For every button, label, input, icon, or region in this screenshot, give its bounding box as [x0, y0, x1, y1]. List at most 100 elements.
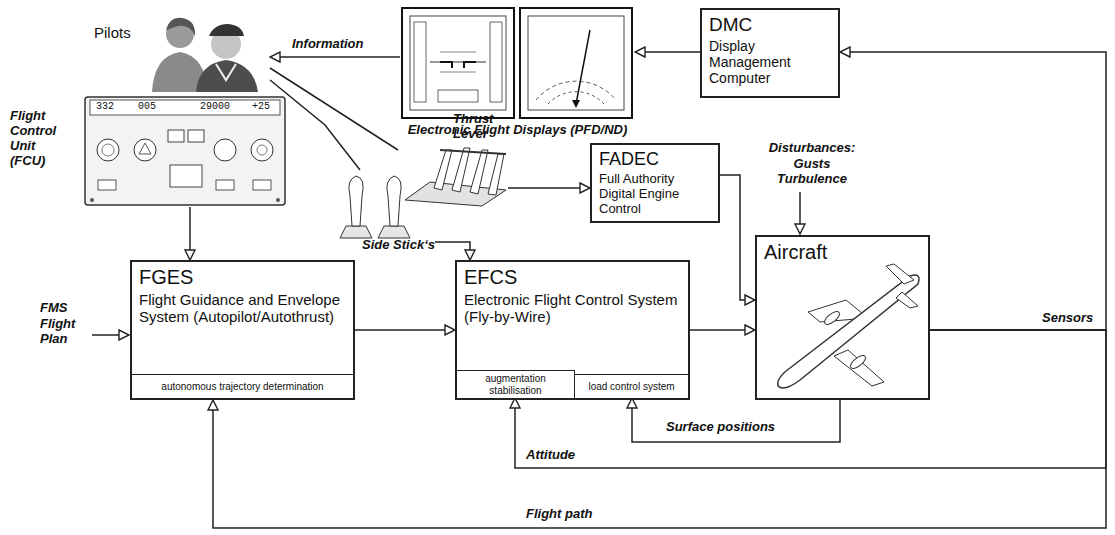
thrust-lever-node: Thrust Lever — [398, 112, 508, 207]
side-sticks-icon-part — [349, 176, 363, 226]
node-title: FGES — [139, 266, 346, 289]
aircraft-illustration-part — [848, 353, 867, 370]
flight-displays-part — [536, 81, 616, 100]
node-title: Electronic Flight Displays (PFD/ND) — [400, 123, 635, 138]
flight-displays-part — [440, 52, 476, 53]
pilots-icon-part — [196, 60, 258, 92]
fcu-panel-part — [257, 145, 267, 155]
input-arrows-part — [92, 334, 129, 336]
system-box: EFCSElectronic Flight Control System (Fl… — [455, 260, 690, 400]
pilots-node: Pilots — [90, 12, 270, 92]
connector — [508, 187, 590, 189]
connector — [690, 329, 755, 331]
aircraft-illustration-part — [822, 309, 841, 326]
fcu-panel-part — [216, 180, 234, 190]
system-box: FGESFlight Guidance and Envelope System … — [130, 260, 355, 400]
fcu-panel-part — [253, 180, 271, 190]
thrust-lever-icon-part — [434, 150, 452, 190]
node-body: Electronic Flight Control System (Fly-by… — [464, 291, 681, 326]
readout-value: 005 — [138, 101, 156, 113]
thrust-lever-icon-part — [470, 150, 488, 194]
signal-label: Attitude — [524, 447, 577, 463]
flight-displays-part — [576, 30, 590, 104]
side-sticks-icon-part — [340, 226, 372, 238]
side-sticks-icon — [340, 176, 410, 238]
sub-box: augmentation stabilisation — [457, 370, 575, 398]
aircraft-illustration-part — [886, 264, 914, 284]
node-title: load control system — [588, 381, 674, 393]
pilots-icon — [152, 18, 258, 92]
fcu-panel — [85, 97, 285, 205]
node-title: FADEC — [599, 149, 711, 170]
node-title: Flight Control Unit (FCU) — [10, 109, 74, 169]
connector — [270, 56, 400, 58]
signal-label: Sensors — [1040, 310, 1095, 326]
connector — [632, 398, 840, 442]
fcu-panel-part — [188, 130, 204, 142]
flight-displays-part — [520, 8, 632, 118]
aircraft-illustration — [778, 264, 919, 388]
flight-displays-part — [430, 62, 486, 63]
flight-displays-part — [490, 22, 502, 102]
fcu-panel-part — [214, 139, 236, 161]
flight-displays-part — [440, 72, 476, 73]
flight-displays-part — [528, 16, 624, 110]
readout-value: 332 — [96, 101, 114, 113]
node-title: Side Stick‘s — [335, 238, 435, 253]
aircraft-illustration-part — [834, 350, 884, 386]
node-title: DMC — [709, 14, 831, 36]
node-body: Flight Guidance and Envelope System (Aut… — [139, 291, 346, 326]
fcu-panel-part — [170, 165, 202, 187]
flight-displays-part — [438, 90, 478, 102]
pilots-icon-part — [166, 18, 195, 36]
connector — [270, 80, 360, 170]
connector — [840, 52, 1106, 330]
fcu-panel-part — [97, 139, 119, 161]
node-title: Aircraft — [764, 241, 921, 264]
node-body: Display Management Computer — [709, 38, 831, 86]
thrust-lever-icon — [405, 148, 506, 206]
connector — [720, 175, 755, 300]
fcu-panel-part — [102, 144, 114, 156]
flight-displays-part — [410, 16, 506, 110]
sub-box: load control system — [575, 374, 688, 398]
input-label: FMS Flight Plan — [40, 300, 90, 347]
aircraft-illustration-part — [778, 275, 919, 388]
fcu-panel-part — [139, 143, 151, 154]
node-title: autonomous trajectory determination — [161, 381, 323, 393]
fcu-panel-part — [85, 97, 285, 205]
node-title: Thrust Lever — [453, 112, 508, 142]
connector — [435, 242, 470, 260]
flight-displays — [402, 8, 632, 118]
side-sticks-icon-part — [378, 226, 410, 238]
readout-value: +25 — [252, 101, 270, 113]
aircraft-box: Aircraft — [755, 235, 930, 400]
thrust-lever-icon-part — [440, 150, 506, 154]
fcu-panel-part — [90, 198, 94, 202]
pilots-icon-part — [216, 64, 236, 80]
flight-displays-part — [572, 100, 580, 108]
fcu-panel-part — [168, 130, 184, 142]
input-arrows-part — [799, 192, 801, 234]
node-title: Pilots — [94, 24, 131, 41]
connector — [355, 329, 455, 331]
connector — [270, 68, 398, 150]
node-body: Full Authority Digital Engine Control — [599, 172, 711, 217]
signal-label: Surface positions — [664, 419, 777, 435]
side-sticks-icon-part — [387, 176, 401, 226]
flight-displays-part — [414, 22, 426, 102]
sub-box: autonomous trajectory determination — [132, 374, 353, 398]
displays-node: Electronic Flight Displays (PFD/ND) — [400, 6, 635, 146]
connector — [189, 207, 191, 260]
fcu-panel-part — [251, 139, 273, 161]
readout-value: 29000 — [200, 101, 230, 113]
connector — [635, 51, 700, 53]
aircraft-illustration-part — [896, 292, 918, 308]
flight-displays-part — [402, 8, 514, 118]
process-box: DMCDisplay Management Computer — [700, 8, 840, 98]
fcu-panel-part — [90, 100, 280, 115]
side-stick-node: Side Stick‘s — [335, 170, 435, 255]
pilots-icon-part — [209, 24, 244, 36]
